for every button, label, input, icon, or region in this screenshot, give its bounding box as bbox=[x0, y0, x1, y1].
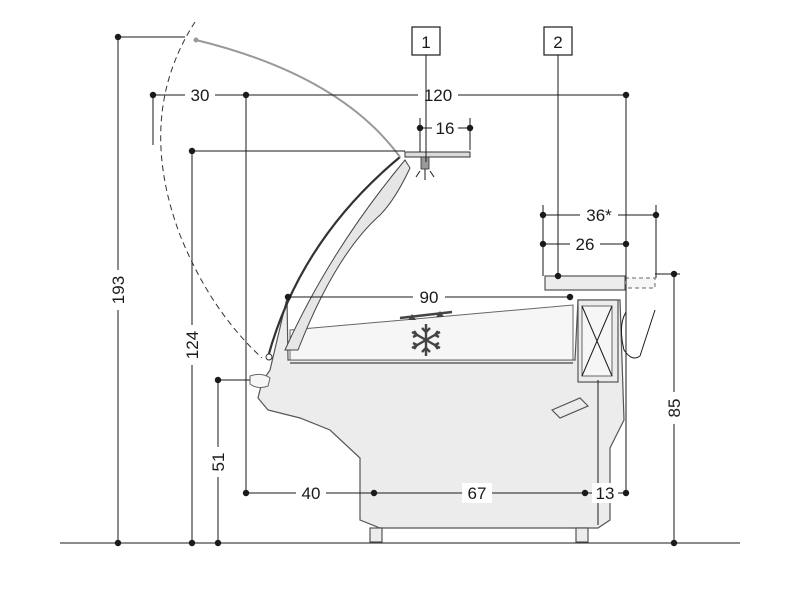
dim-shelf-depth-label: 26 bbox=[576, 235, 595, 254]
dim-counter-height-label: 85 bbox=[665, 399, 684, 418]
dim-display-depth-label: 90 bbox=[420, 288, 439, 307]
dim-total-height: 193 bbox=[108, 33, 185, 547]
rear-foot bbox=[575, 527, 589, 543]
dim-base-front-label: 40 bbox=[302, 484, 321, 503]
front-foot bbox=[369, 527, 383, 543]
dim-base-depth-label: 67 bbox=[468, 484, 487, 503]
dim-lamp-offset-label: 16 bbox=[436, 119, 455, 138]
dim-counter-height: 85 bbox=[655, 270, 684, 547]
dim-glass-height-label: 124 bbox=[183, 331, 202, 359]
temperature-marker bbox=[399, 310, 453, 320]
dim-glass-height: 124 bbox=[182, 147, 405, 547]
dim-front-height-label: 51 bbox=[209, 453, 228, 472]
canopy-open-arc bbox=[195, 39, 401, 158]
canopy-swing-arc bbox=[160, 21, 263, 359]
dim-canopy-overhang-label: 30 bbox=[191, 86, 210, 105]
callout-1-label: 1 bbox=[421, 33, 430, 52]
dim-total-height-label: 193 bbox=[109, 276, 128, 304]
callout-2-label: 2 bbox=[553, 33, 562, 52]
lamp-icon bbox=[415, 156, 435, 180]
callout-2: 2 bbox=[543, 26, 573, 280]
dim-base-back-label: 13 bbox=[596, 484, 615, 503]
glass-canopy bbox=[160, 21, 471, 361]
snowflake-icon bbox=[411, 324, 441, 356]
dim-shelf-depth: 26 bbox=[539, 234, 630, 254]
dim-canopy-overhang: 30 bbox=[149, 85, 250, 145]
callout-1: 1 bbox=[411, 26, 441, 162]
dim-shelf-depth-star-label: 36* bbox=[586, 206, 612, 225]
cabinet-body bbox=[249, 275, 656, 543]
dim-base: 40 67 13 bbox=[242, 483, 630, 503]
dim-total-depth: 120 bbox=[245, 85, 630, 493]
dim-front-height: 51 bbox=[208, 376, 250, 547]
dim-total-depth-label: 120 bbox=[424, 86, 452, 105]
dim-display-depth: 90 bbox=[284, 287, 574, 307]
dim-lamp-offset: 16 bbox=[416, 118, 474, 152]
dim-shelf-depth-star: 36* bbox=[539, 205, 660, 278]
